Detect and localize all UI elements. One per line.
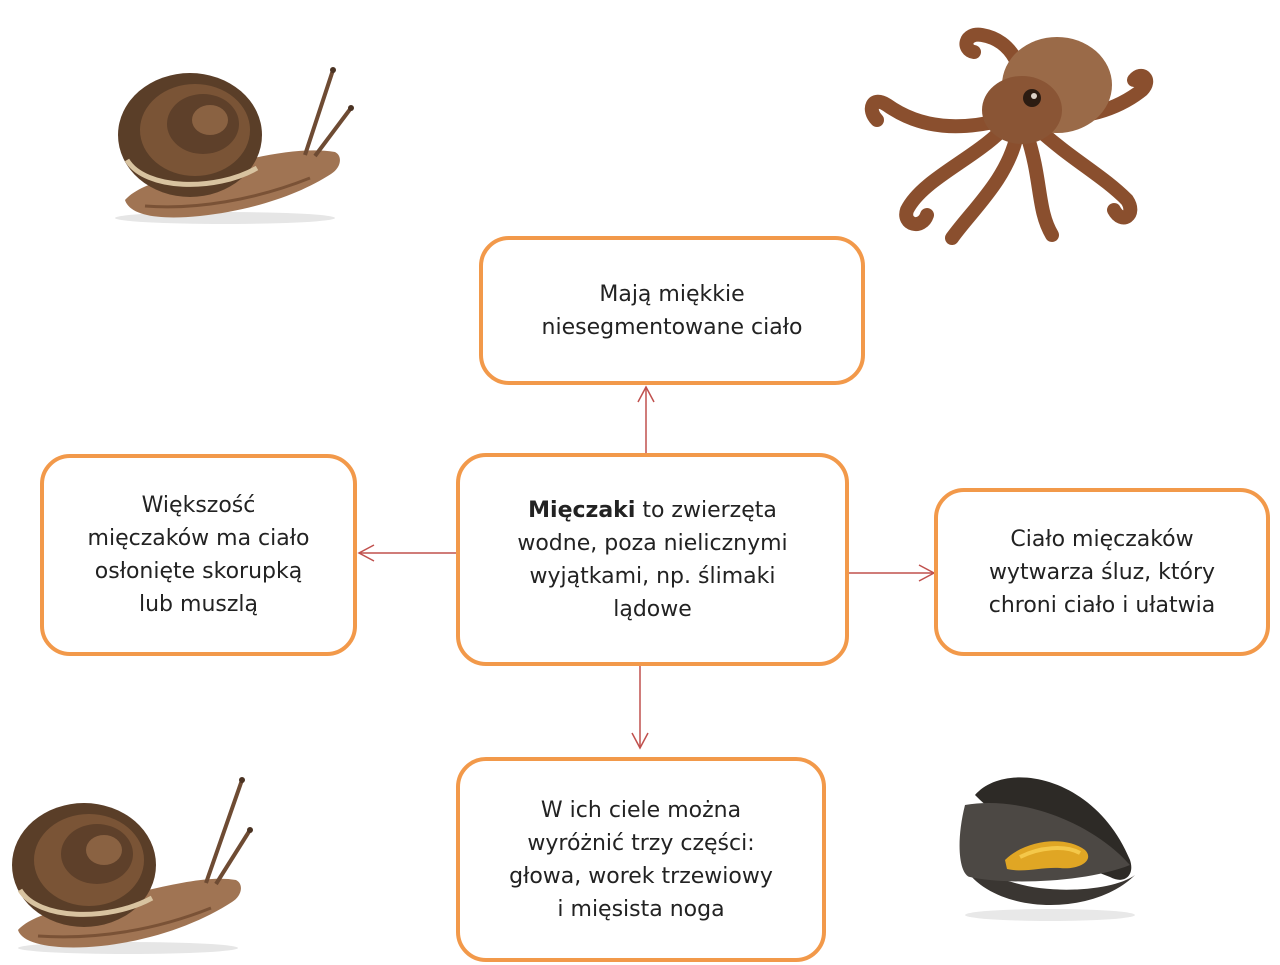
left-text-line: mięczaków ma ciało <box>88 522 310 555</box>
octopus-image <box>852 10 1162 250</box>
center-title-rest: to zwierzęta <box>635 498 777 523</box>
center-box: Mięczaki to zwierzęta wodne, poza nielic… <box>456 453 849 666</box>
center-text-line: lądowe <box>613 593 692 626</box>
center-title-line: Mięczaki to zwierzęta <box>528 494 777 527</box>
bottom-box: W ich ciele można wyróżnić trzy części: … <box>456 757 826 962</box>
left-text-line: osłonięte skorupką <box>95 555 302 588</box>
bottom-text-line: W ich ciele można <box>541 794 741 827</box>
bottom-text-line: wyróżnić trzy części: <box>527 827 754 860</box>
right-text-line: chroni ciało i ułatwia <box>989 589 1216 622</box>
mussel-image <box>945 765 1145 925</box>
right-text-line: Ciało mięczaków <box>1010 523 1193 556</box>
top-text-line: Mają miękkie <box>599 278 744 311</box>
center-text-line: wodne, poza nielicznymi <box>517 527 787 560</box>
right-box: Ciało mięczaków wytwarza śluz, który chr… <box>934 488 1270 656</box>
snail-image <box>8 770 258 960</box>
left-box: Większość mięczaków ma ciało osłonięte s… <box>40 454 357 656</box>
top-box: Mają miękkie niesegmentowane ciało <box>479 236 865 385</box>
left-text-line: Większość <box>142 489 256 522</box>
left-text-line: lub muszlą <box>139 588 258 621</box>
bottom-text-line: głowa, worek trzewiowy <box>509 860 773 893</box>
right-text-line: wytwarza śluz, który <box>989 556 1215 589</box>
bottom-text-line: i mięsista noga <box>557 893 724 926</box>
snail-image <box>105 60 355 230</box>
top-text-line: niesegmentowane ciało <box>542 311 803 344</box>
center-text-line: wyjątkami, np. ślimaki <box>530 560 776 593</box>
center-keyword: Mięczaki <box>528 498 635 523</box>
